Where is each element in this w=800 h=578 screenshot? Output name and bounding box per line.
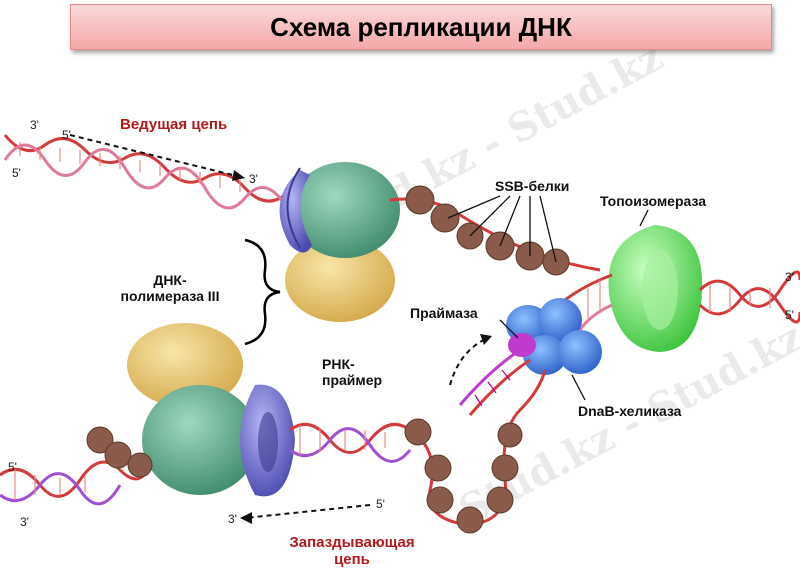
strand-end-top-left-3: 3' [30, 118, 39, 132]
lagging-strand-helix [289, 422, 412, 463]
lagging-strand-label-line2: цепь [334, 551, 370, 568]
primase-label: Праймаза [410, 305, 478, 321]
rna-primer-label-line2: праймер [322, 372, 383, 388]
polymerase-core-bottom [142, 385, 258, 495]
leading-strand-helix [3, 134, 287, 210]
lagging-arrow-3: 3' [228, 512, 237, 526]
title-banner: Схема репликации ДНК [70, 4, 772, 50]
sliding-clamp-top [279, 170, 312, 253]
leading-arrow-5: 5' [62, 128, 71, 142]
polymerase-brace [244, 238, 281, 346]
parental-helix [698, 270, 800, 324]
lagging-strand-label: Запаздывающая цепь [262, 534, 442, 568]
leading-direction-arrow [69, 134, 246, 179]
polymerase-core-top [290, 162, 400, 258]
leading-strand-label: Ведущая цепь [120, 116, 228, 133]
ssb-proteins-bottom [404, 418, 523, 534]
leading-arrow-3: 3' [249, 172, 258, 186]
rna-primer-label-line1: РНК- [322, 356, 355, 372]
dnab-helicase-label: DnaB-хеликаза [578, 403, 682, 419]
dna-polymerase-label-line2: полимераза III [120, 288, 220, 304]
strand-end-right-5: 5' [785, 308, 794, 322]
page-title: Схема репликации ДНК [270, 11, 572, 42]
lagging-arrow-5: 5' [376, 497, 385, 511]
dna-polymerase-label-line1: ДНК- [153, 272, 187, 288]
dna-polymerase-label: ДНК- полимераза III [100, 272, 240, 304]
polymerase-yellow-subunit-bottom [127, 323, 243, 407]
topoisomerase-label: Топоизомераза [600, 193, 707, 209]
polymerase-yellow-subunit-top [285, 238, 395, 322]
strand-end-right-3: 3' [785, 270, 794, 284]
strand-end-bottom-left-5: 5' [8, 460, 17, 474]
strand-end-bottom-left-3: 3' [20, 515, 29, 529]
lagging-strand-label-line1: Запаздывающая [289, 534, 415, 551]
primase-shape [508, 333, 536, 357]
strand-end-top-left-5: 5' [12, 166, 21, 180]
lagging-left-helix [0, 460, 152, 506]
rna-primer-label: РНК- праймер [322, 356, 382, 388]
ssb-proteins-label: SSB-белки [495, 178, 570, 194]
lagging-direction-arrow [244, 504, 371, 519]
